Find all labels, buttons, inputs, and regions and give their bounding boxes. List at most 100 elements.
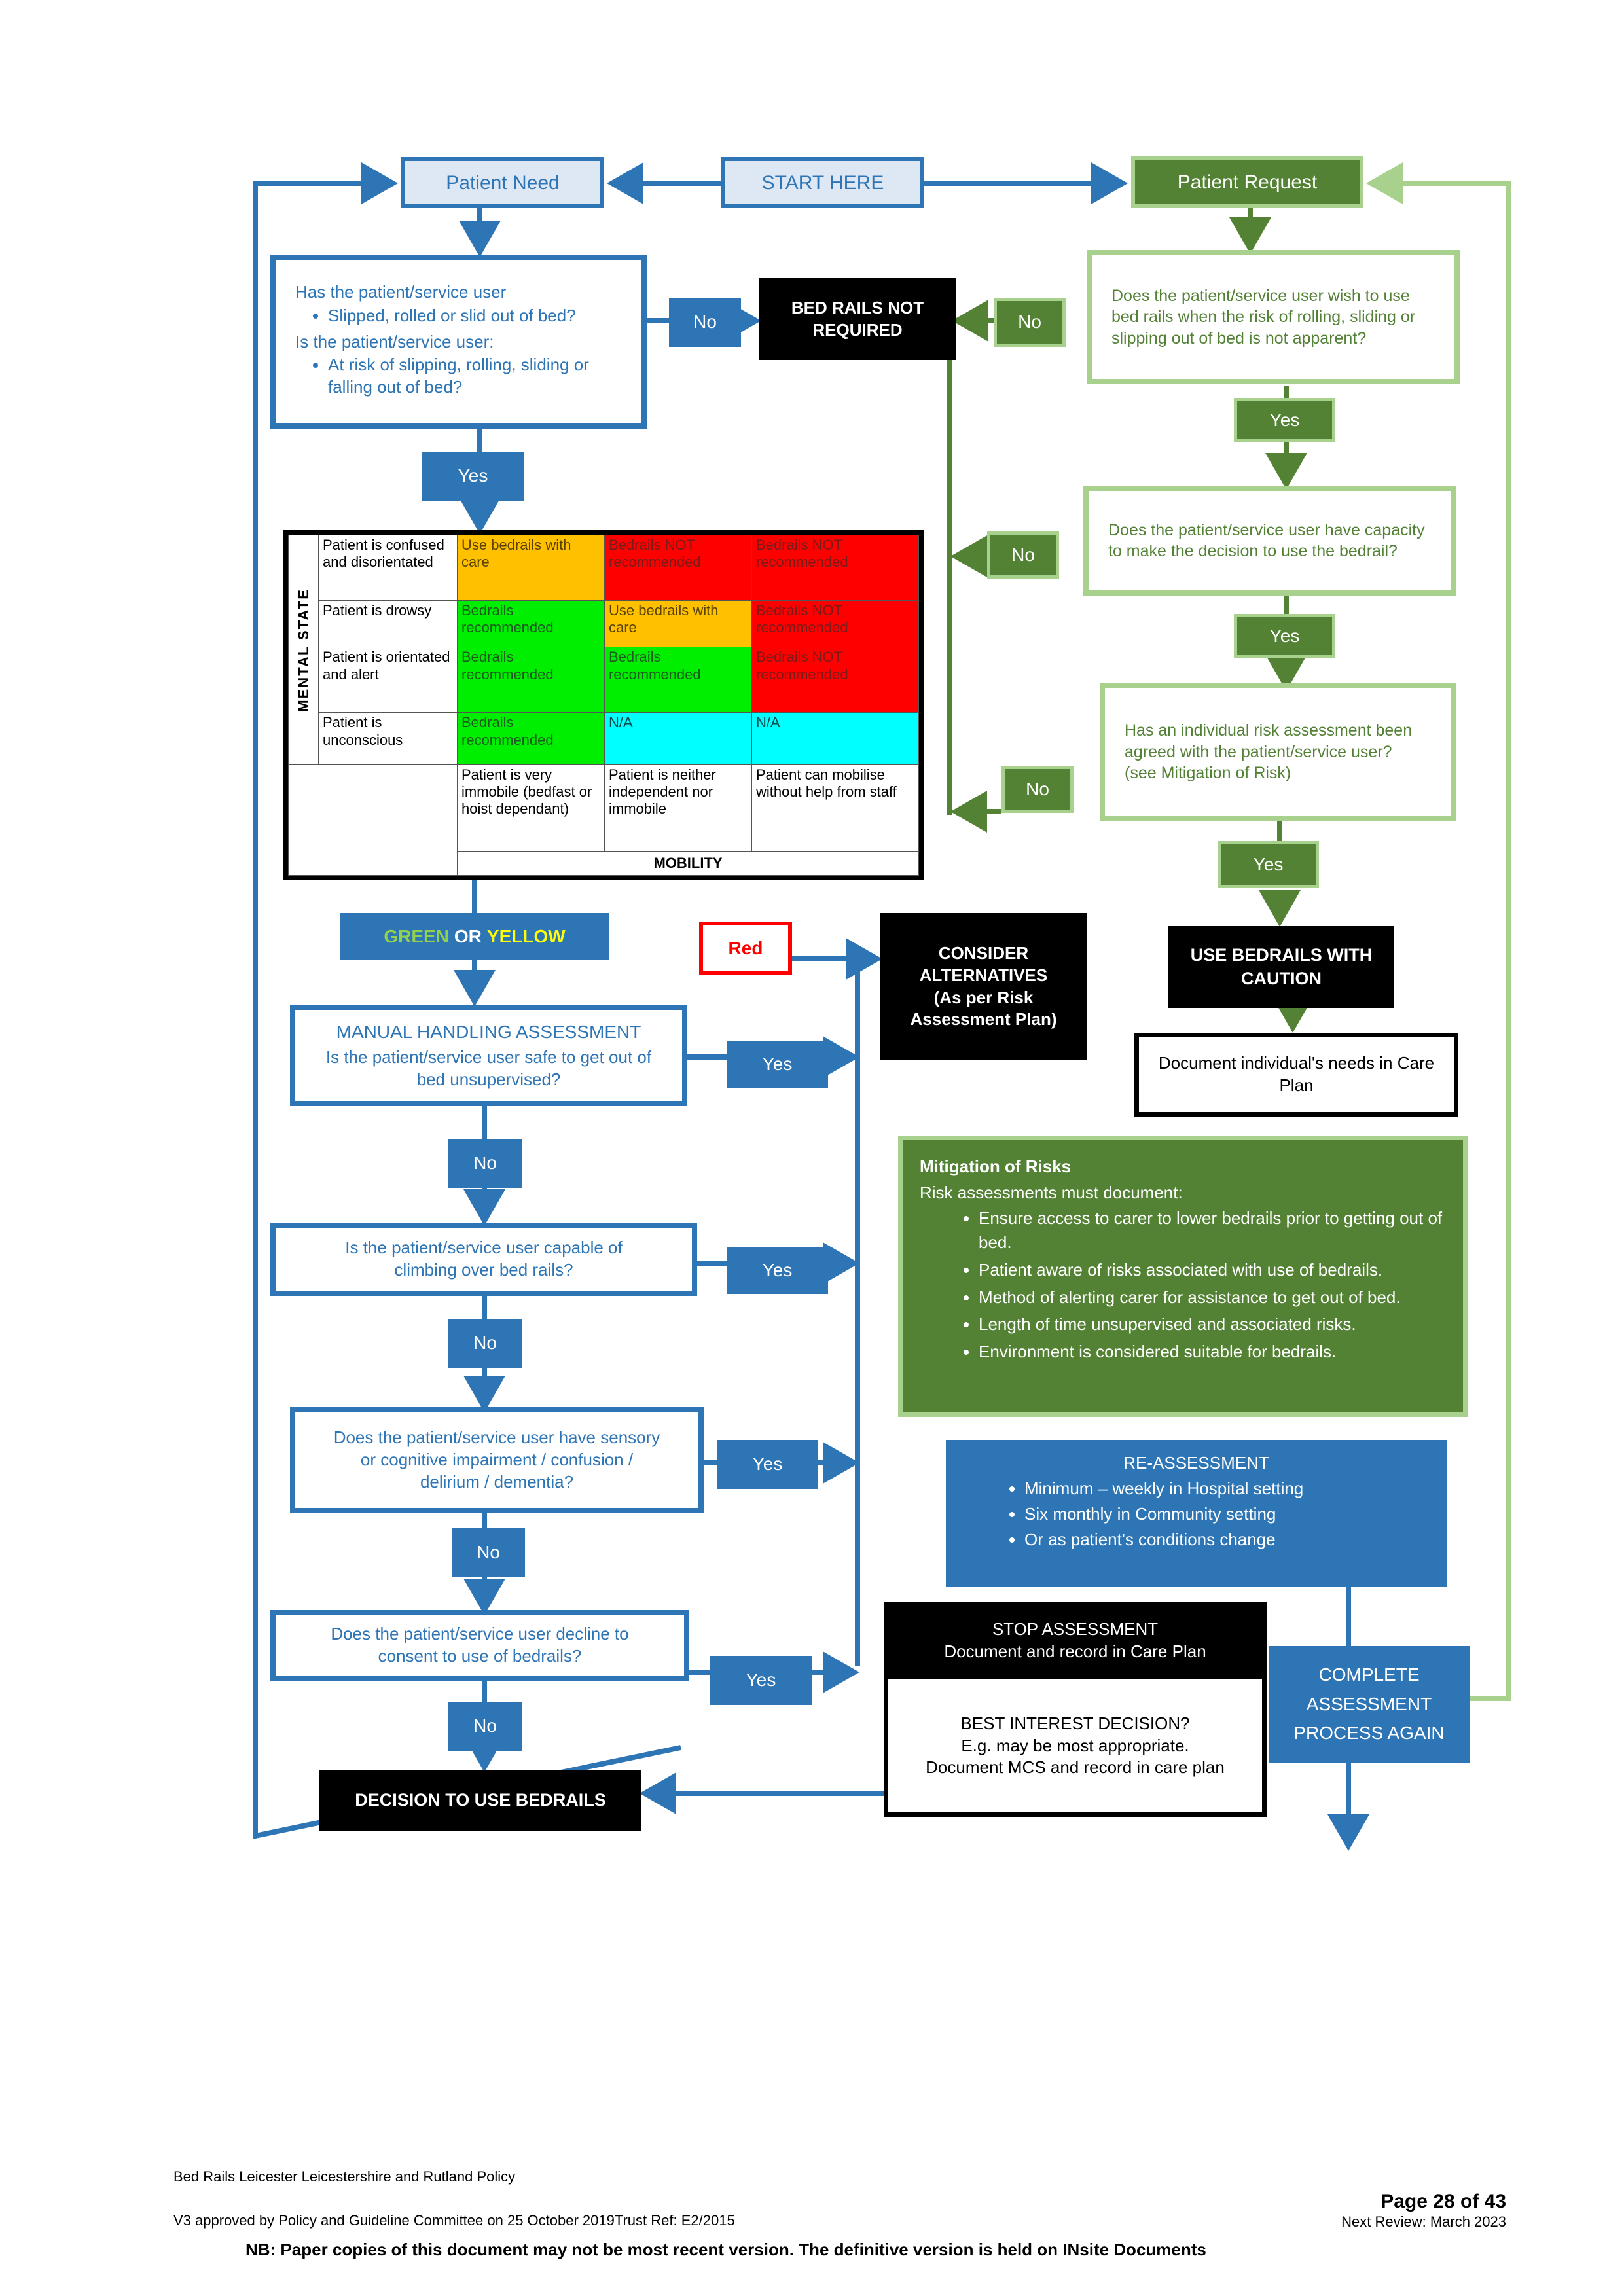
manual-handling-yes-label: Yes <box>762 1053 793 1074</box>
reassessment-item: Six monthly in Community setting <box>1024 1501 1427 1527</box>
sensory-yes-label: Yes <box>752 1454 783 1475</box>
start-here-label: START HERE <box>761 171 884 194</box>
matrix-column-label: Patient can mobilise without help from s… <box>751 764 919 852</box>
risk-yes-label: Yes <box>1253 853 1284 874</box>
q1-no-label-box: No <box>669 298 741 347</box>
consider-alternatives-title: CONSIDER ALTERNATIVES <box>919 942 1048 985</box>
decline-no-label: No <box>473 1715 497 1736</box>
mitigation-item: Method of alerting carer for assistance … <box>979 1285 1446 1310</box>
manual-handling-question: MANUAL HANDLING ASSESSMENT Is the patien… <box>290 1005 687 1106</box>
q1-bullet1: Slipped, rolled or slid out of bed? <box>328 305 576 327</box>
decline-yes-label: Yes <box>746 1670 776 1691</box>
bed-rails-not-required-label: BED RAILS NOT REQUIRED <box>791 297 924 340</box>
reassessment-title: RE-ASSESSMENT <box>1123 1453 1269 1473</box>
capacity-yes-label: Yes <box>1269 625 1300 646</box>
question-capacity: Does the patient/service user have capac… <box>1083 486 1456 596</box>
footer-approval: V3 approved by Policy and Guideline Comm… <box>173 2212 735 2229</box>
climbing-yes-label: Yes <box>762 1259 793 1280</box>
sensory-yes-box: Yes <box>717 1440 818 1489</box>
patient-request-box: Patient Request <box>1131 156 1363 208</box>
climbing-no-box: No <box>448 1319 522 1368</box>
climbing-yes-box: Yes <box>727 1247 828 1294</box>
patient-request-label: Patient Request <box>1177 171 1318 193</box>
wish-yes-label-box: Yes <box>1234 398 1335 442</box>
matrix-cell: N/A <box>751 712 919 765</box>
capacity-no-label: No <box>1011 544 1035 565</box>
patient-need-box: Patient Need <box>401 157 604 208</box>
matrix-cell: Bedrails recommended <box>457 647 605 713</box>
red-box: Red <box>699 922 792 975</box>
mitigation-title: Mitigation of Risks <box>920 1157 1072 1176</box>
document-needs-box: Document individual's needs in Care Plan <box>1134 1033 1458 1117</box>
red-label: Red <box>728 937 763 958</box>
wish-yes-label: Yes <box>1269 409 1300 430</box>
footer-page-number: Page 28 of 43 <box>1380 2191 1506 2212</box>
matrix-mobility-label: MOBILITY <box>457 851 919 876</box>
manual-handling-text: Is the patient/service user safe to get … <box>325 1047 652 1089</box>
climbing-question: Is the patient/service user capable of c… <box>270 1223 697 1296</box>
q1-yes-label: Yes <box>458 465 488 486</box>
capacity-no-label-box: No <box>987 531 1059 579</box>
matrix-row-state: Patient is orientated and alert <box>318 647 458 713</box>
question-risk-assessment: Has an individual risk assessment been a… <box>1100 683 1456 821</box>
matrix-cell: Bedrails recommended <box>457 712 605 765</box>
start-here-box: START HERE <box>721 157 924 208</box>
mitigation-item: Length of time unsupervised and associat… <box>979 1312 1446 1337</box>
mitigation-item: Environment is considered suitable for b… <box>979 1340 1446 1365</box>
use-bedrails-caution-box: USE BEDRAILS WITH CAUTION <box>1168 926 1394 1008</box>
complete-assessment-again-box: COMPLETE ASSESSMENT PROCESS AGAIN <box>1269 1646 1470 1763</box>
manual-handling-title: MANUAL HANDLING ASSESSMENT <box>336 1021 641 1042</box>
matrix-cell: N/A <box>604 712 752 765</box>
stop-assessment-box: STOP ASSESSMENT Document and record in C… <box>884 1602 1267 1679</box>
wish-no-label: No <box>1018 312 1041 332</box>
risk-question-text: Has an individual risk assessment been a… <box>1125 721 1413 761</box>
mitigation-intro: Risk assessments must document: <box>920 1183 1183 1203</box>
patient-need-label: Patient Need <box>446 171 560 194</box>
question-wish-bed-rails: Does the patient/service user wish to us… <box>1087 250 1460 384</box>
matrix-cell: Bedrails NOT recommended <box>751 600 919 648</box>
matrix-column-label: Patient is very immobile (bedfast or hoi… <box>457 764 605 852</box>
footer-next-review: Next Review: March 2023 <box>1341 2214 1506 2230</box>
matrix-cell: Bedrails NOT recommended <box>751 535 919 601</box>
sensory-question: Does the patient/service user have senso… <box>290 1407 704 1513</box>
reassessment-item: Or as patient's conditions change <box>1024 1527 1427 1552</box>
complete-assessment-again-label: COMPLETE ASSESSMENT PROCESS AGAIN <box>1293 1664 1445 1744</box>
best-interest-box: BEST INTEREST DECISION? E.g. may be most… <box>884 1679 1267 1817</box>
capacity-question-text: Does the patient/service user have capac… <box>1108 520 1425 561</box>
climbing-no-label: No <box>473 1333 497 1354</box>
footer-policy: Bed Rails Leicester Leicestershire and R… <box>173 2168 516 2185</box>
consider-alternatives-note: (As per Risk Assessment Plan) <box>910 987 1057 1030</box>
decision-to-use-bedrails-label: DECISION TO USE BEDRAILS <box>355 1790 606 1810</box>
manual-handling-no-box: No <box>448 1139 522 1188</box>
wish-question-text: Does the patient/service user wish to us… <box>1111 286 1416 348</box>
matrix-mental-state-label: MENTAL STATE <box>288 535 319 765</box>
risk-no-label-box: No <box>1001 766 1074 813</box>
mitigation-of-risks-box: Mitigation of Risks Risk assessments mus… <box>898 1136 1468 1417</box>
green-word: GREEN <box>384 925 449 946</box>
bedrail-risk-matrix: MENTAL STATE Patient is confused and dis… <box>283 530 924 880</box>
matrix-row-state: Patient is confused and disorientated <box>318 535 458 601</box>
q1-line1: Has the patient/service user <box>295 282 507 302</box>
risk-no-label: No <box>1026 778 1049 799</box>
matrix-cell: Use bedrails with care <box>457 535 605 601</box>
sensory-question-text: Does the patient/service user have senso… <box>333 1427 660 1492</box>
decision-to-use-bedrails-box: DECISION TO USE BEDRAILS <box>319 1770 641 1831</box>
mitigation-item: Ensure access to carer to lower bedrails… <box>979 1206 1446 1255</box>
decline-question-text: Does the patient/service user decline to… <box>331 1624 629 1666</box>
matrix-column-label: Patient is neither independent nor immob… <box>604 764 752 852</box>
green-or-yellow-box: GREEN OR YELLOW <box>340 913 609 960</box>
sensory-no-label: No <box>477 1542 500 1563</box>
consider-alternatives-box: CONSIDER ALTERNATIVES (As per Risk Asses… <box>880 913 1087 1060</box>
risk-yes-label-box: Yes <box>1218 841 1319 888</box>
best-interest-line2: Document MCS and record in care plan <box>926 1757 1225 1778</box>
matrix-row-state: Patient is drowsy <box>318 600 458 648</box>
q1-bullet2: At risk of slipping, rolling, sliding or… <box>328 354 628 399</box>
matrix-cell: Bedrails recommended <box>604 647 752 713</box>
stop-assessment-title: STOP ASSESSMENT <box>992 1619 1159 1640</box>
matrix-cell: Bedrails recommended <box>457 600 605 648</box>
best-interest-title: BEST INTEREST DECISION? <box>960 1713 1190 1733</box>
q1-line2: Is the patient/service user: <box>295 331 494 351</box>
decline-no-box: No <box>448 1702 522 1751</box>
reassessment-item: Minimum – weekly in Hospital setting <box>1024 1476 1427 1501</box>
or-word: OR <box>454 925 482 946</box>
